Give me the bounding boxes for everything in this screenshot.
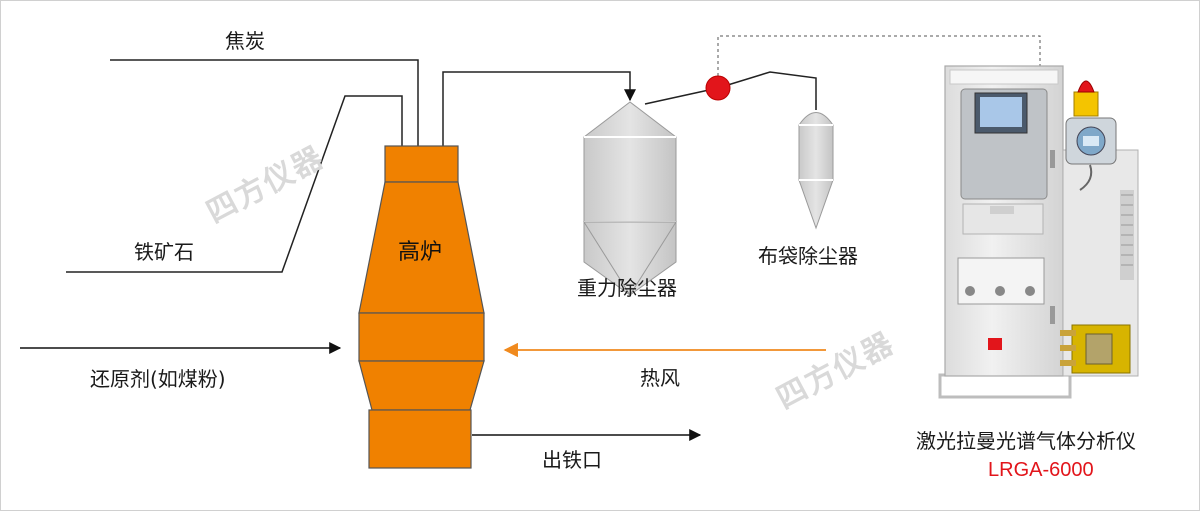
coke-label: 焦炭 [225,29,265,53]
gravity-dust-collector-label: 重力除尘器 [577,276,677,300]
reductant-label: 还原剂(如煤粉) [90,367,226,391]
beacon-light-icon [1077,80,1095,93]
sampling-dashed-line [717,35,1041,88]
analyzer-cabinet [938,65,1139,399]
gas-outlet-line [442,71,636,146]
bag-dust-collector [798,100,834,230]
hot-air-label: 热风 [640,366,680,390]
red-dot-icon [705,75,731,101]
blast-furnace [358,145,485,469]
analyzer-model-label: LRGA-6000 [988,459,1094,481]
tap-hole-label: 出铁口 [542,448,602,472]
iron-ore-feed-line [66,95,403,273]
collector-link-line [644,71,817,110]
analyzer-name-label: 激光拉曼光谱气体分析仪 [916,429,1136,453]
iron-ore-label: 铁矿石 [134,240,194,264]
bag-dust-collector-label: 布袋除尘器 [758,244,858,268]
blast-furnace-label: 高炉 [398,240,443,265]
gravity-dust-collector [583,101,677,296]
coke-feed-line [110,59,419,146]
